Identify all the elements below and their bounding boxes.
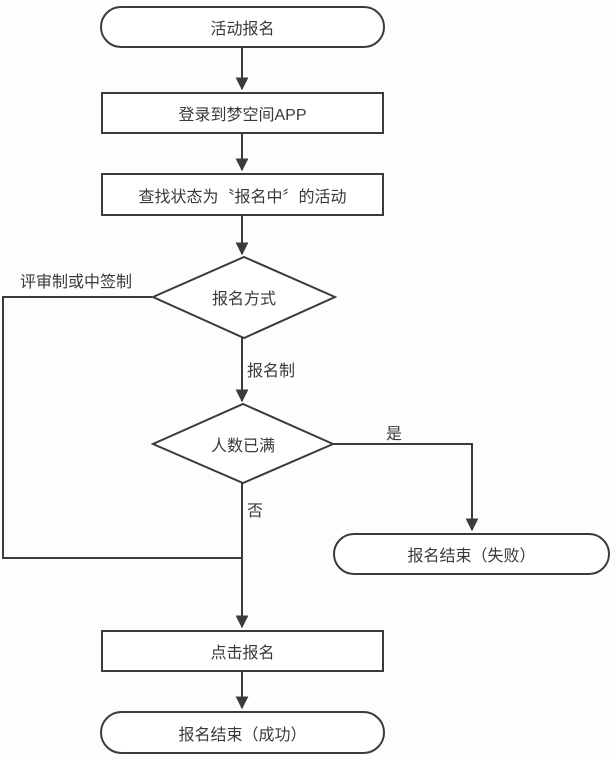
edge-method-left-loop	[2, 296, 242, 559]
node-click-register: 点击报名	[101, 630, 384, 672]
node-end-success: 报名结束（成功）	[100, 711, 385, 754]
edge-label-no: 否	[247, 503, 264, 520]
decision-method-shape	[150, 255, 338, 340]
edge-capacity-yes-to-fail	[333, 443, 479, 532]
edge-label-registration-system: 报名制	[247, 363, 296, 380]
edge-label-yes: 是	[386, 426, 403, 443]
node-find-activity: 查找状态为〝报名中〞的活动	[101, 173, 384, 216]
decision-capacity-shape	[150, 402, 336, 485]
node-start: 活动报名	[100, 6, 385, 48]
node-method-decision-label: 报名方式	[211, 291, 276, 308]
edge-label-review-or-lottery: 评审制或中签制	[20, 274, 133, 291]
node-login: 登录到梦空间APP	[101, 92, 384, 134]
node-capacity-decision-label: 人数已满	[210, 438, 275, 455]
node-end-fail: 报名结束（失败）	[333, 533, 610, 575]
